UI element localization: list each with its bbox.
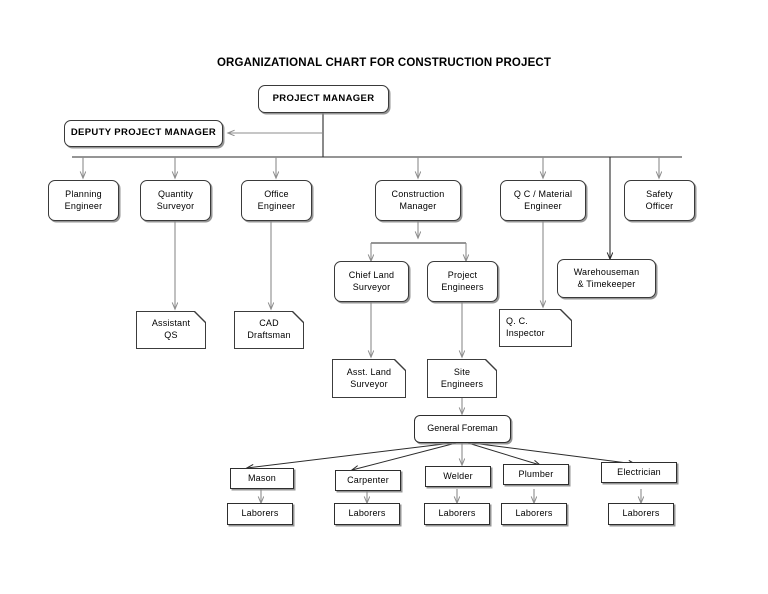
node-label: DEPUTY PROJECT MANAGER: [70, 127, 217, 139]
node-label: Assistant QS: [151, 318, 191, 340]
node-cad-draftsman[interactable]: CAD Draftsman: [234, 311, 304, 349]
node-label: Laborers: [348, 508, 386, 519]
node-label: CAD Draftsman: [247, 318, 291, 340]
node-construction-manager[interactable]: Construction Manager: [375, 180, 461, 221]
node-laborers-carpenter[interactable]: Laborers: [334, 503, 400, 525]
node-laborers-electrician[interactable]: Laborers: [608, 503, 674, 525]
node-safety-officer[interactable]: Safety Officer: [624, 180, 695, 221]
node-label: Mason: [247, 472, 276, 483]
folded-corner-shape: [427, 359, 497, 398]
node-label: Site Engineers: [440, 366, 484, 389]
folded-corner-shape: [332, 359, 406, 398]
node-laborers-welder[interactable]: Laborers: [424, 503, 490, 525]
node-label: Quantity Surveyor: [156, 188, 195, 211]
node-label: Q C / Material Engineer: [513, 188, 573, 211]
page-title: ORGANIZATIONAL CHART FOR CONSTRUCTION PR…: [216, 57, 552, 69]
edge-foreman-plumber: [467, 442, 540, 465]
edge-foreman-carpenter: [352, 442, 457, 470]
node-laborers-mason[interactable]: Laborers: [227, 503, 293, 525]
node-welder[interactable]: Welder: [425, 466, 491, 487]
node-label: Carpenter: [347, 474, 389, 485]
node-label: Plumber: [518, 468, 554, 479]
node-label: Electrician: [617, 466, 661, 477]
node-general-foreman[interactable]: General Foreman: [414, 415, 511, 443]
node-laborers-plumber[interactable]: Laborers: [501, 503, 567, 525]
node-label: Safety Officer: [645, 188, 674, 211]
node-label: PROJECT MANAGER: [272, 92, 375, 104]
node-asst-land-surveyor[interactable]: Asst. Land Surveyor: [332, 359, 406, 398]
node-label: Asst. Land Surveyor: [346, 366, 392, 389]
edge-foreman-electrician: [471, 442, 635, 464]
node-label: Welder: [443, 470, 473, 481]
node-electrician[interactable]: Electrician: [601, 462, 677, 483]
folded-corner-shape: [234, 311, 304, 349]
node-label: Office Engineer: [257, 188, 296, 211]
node-label: Project Engineers: [441, 269, 484, 292]
folded-corner-shape: [499, 309, 572, 347]
node-label: Laborers: [622, 508, 660, 519]
node-carpenter[interactable]: Carpenter: [335, 470, 401, 491]
node-chief-land-surveyor[interactable]: Chief Land Surveyor: [334, 261, 409, 302]
node-label: Warehouseman & Timekeeper: [573, 266, 640, 289]
node-planning-engineer[interactable]: Planning Engineer: [48, 180, 119, 221]
node-label: General Foreman: [427, 423, 498, 434]
node-label: Chief Land Surveyor: [348, 269, 395, 292]
node-label: Laborers: [241, 508, 279, 519]
node-project-engineers[interactable]: Project Engineers: [427, 261, 498, 302]
node-qc-inspector[interactable]: Q. C. Inspector: [499, 309, 572, 347]
node-deputy-project-manager[interactable]: DEPUTY PROJECT MANAGER: [64, 120, 223, 147]
node-label: Laborers: [438, 508, 476, 519]
node-label: Q. C. Inspector: [506, 316, 545, 338]
node-label: Laborers: [515, 508, 553, 519]
edge-foreman-mason: [247, 442, 453, 468]
node-label: Construction Manager: [391, 188, 445, 211]
node-site-engineers[interactable]: Site Engineers: [427, 359, 497, 398]
node-quantity-surveyor[interactable]: Quantity Surveyor: [140, 180, 211, 221]
folded-corner-shape: [136, 311, 206, 349]
edge-construction-split: [371, 221, 466, 261]
node-project-manager[interactable]: PROJECT MANAGER: [258, 85, 389, 113]
node-plumber[interactable]: Plumber: [503, 464, 569, 485]
node-qc-material-engineer[interactable]: Q C / Material Engineer: [500, 180, 586, 221]
node-label: Planning Engineer: [64, 188, 103, 211]
node-assistant-qs[interactable]: Assistant QS: [136, 311, 206, 349]
node-warehouseman-timekeeper[interactable]: Warehouseman & Timekeeper: [557, 259, 656, 298]
node-office-engineer[interactable]: Office Engineer: [241, 180, 312, 221]
node-mason[interactable]: Mason: [230, 468, 294, 489]
